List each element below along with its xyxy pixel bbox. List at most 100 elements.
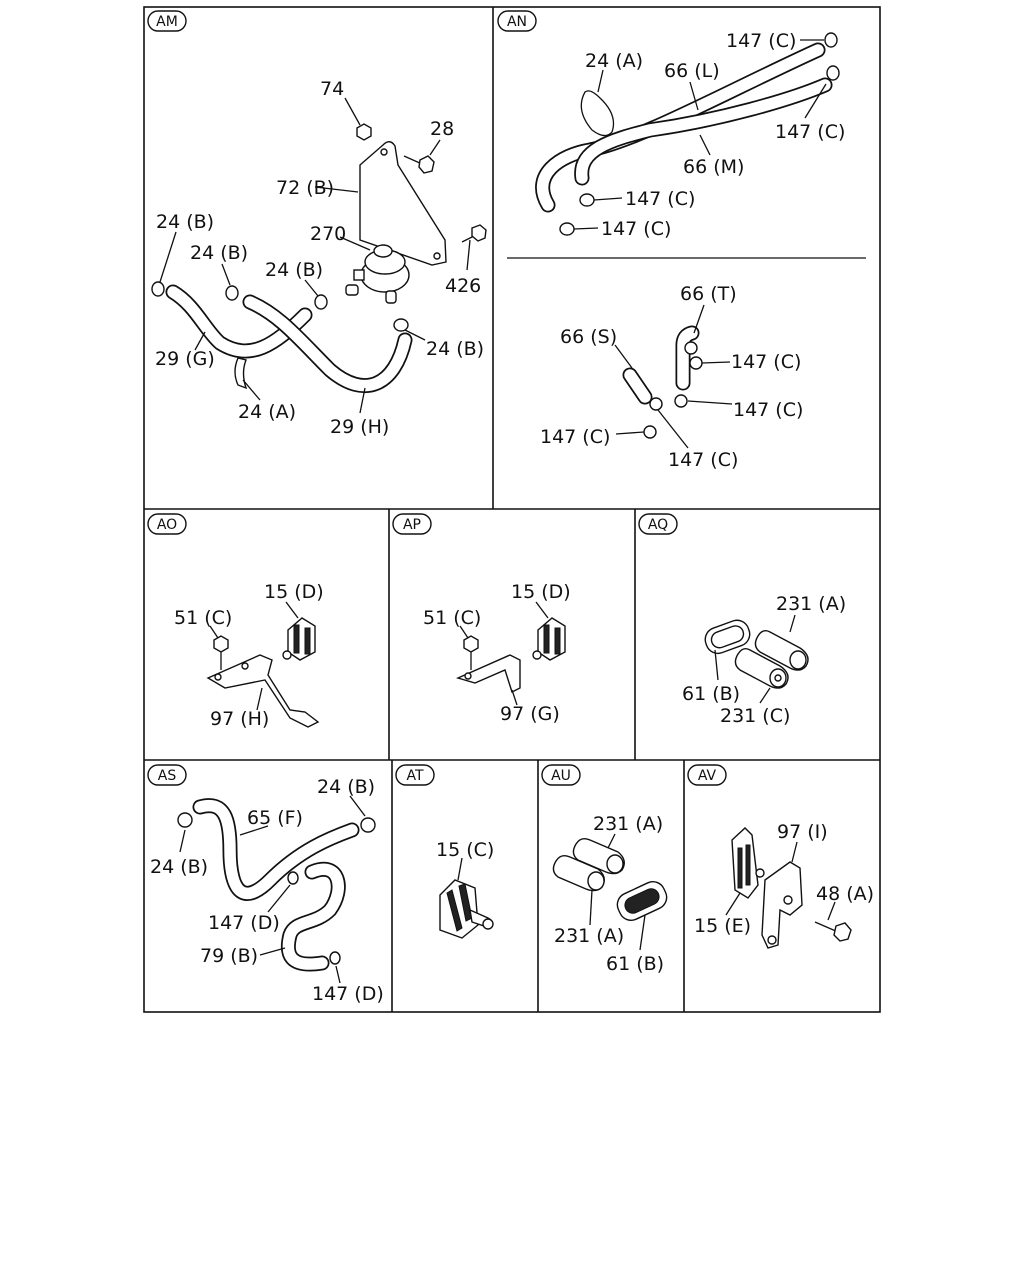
bolt-28-icon[interactable] <box>403 155 435 174</box>
section-at-drawing: 15 (C) <box>436 839 494 939</box>
grommet-61b[interactable] <box>702 617 753 657</box>
label-66l: 66 (L) <box>664 60 720 82</box>
section-aq-drawing: 231 (A) 61 (B) 231 (C) <box>682 593 846 727</box>
clamp-147c-icon[interactable] <box>559 32 840 236</box>
label-147d-1: 147 (D) <box>208 912 280 934</box>
label-48a: 48 (A) <box>816 883 874 905</box>
label-426: 426 <box>445 275 481 297</box>
svg-text:AU: AU <box>551 768 571 784</box>
spacer-231a[interactable] <box>754 629 809 671</box>
section-tag-at[interactable]: AT <box>395 764 435 786</box>
label-147d-2: 147 (D) <box>312 983 384 1005</box>
section-tag-an[interactable]: AN <box>497 10 537 32</box>
bracket-97g[interactable] <box>455 654 521 693</box>
label-147c-6: 147 (C) <box>733 399 803 421</box>
label-51c-ao: 51 (C) <box>174 607 232 629</box>
svg-text:AS: AS <box>158 768 177 784</box>
section-tag-am[interactable]: AM <box>147 10 187 32</box>
section-av-drawing: 97 (I) 48 (A) 15 (E) <box>694 821 874 949</box>
label-28: 28 <box>430 118 454 140</box>
hose-66m[interactable] <box>574 77 833 186</box>
label-15e: 15 (E) <box>694 915 751 937</box>
diagram-frame <box>143 6 881 1013</box>
clip-15d[interactable] <box>282 617 316 661</box>
spacer-231a-au-1[interactable] <box>572 837 625 875</box>
svg-text:AM: AM <box>156 14 178 30</box>
svg-text:AT: AT <box>406 768 423 784</box>
svg-text:AO: AO <box>157 517 177 533</box>
label-147c-1: 147 (C) <box>726 30 796 52</box>
grommet-61b-au[interactable] <box>613 878 670 925</box>
label-29g: 29 (G) <box>155 348 215 370</box>
nut-51c-icon[interactable] <box>213 635 229 653</box>
label-51c-ap: 51 (C) <box>423 607 481 629</box>
spacer-231c[interactable] <box>734 647 789 689</box>
label-231a-au-2: 231 (A) <box>554 925 624 947</box>
label-231a-aq: 231 (A) <box>776 593 846 615</box>
bolt-48a-icon[interactable] <box>814 921 852 942</box>
bolt-426-icon[interactable] <box>461 224 487 243</box>
bracket-97h[interactable] <box>206 654 320 728</box>
nut-74-icon[interactable] <box>356 123 372 141</box>
label-74: 74 <box>320 78 344 100</box>
section-am-drawing: 74 28 72 (B) 270 24 (B) 24 (B) 24 (B) 42… <box>151 78 487 438</box>
hose-29h[interactable] <box>242 294 413 394</box>
label-147c-3: 147 (C) <box>625 188 695 210</box>
label-66m: 66 (M) <box>683 156 744 178</box>
label-97g: 97 (G) <box>500 703 560 725</box>
label-24b-2: 24 (B) <box>190 242 248 264</box>
label-24b-as-2: 24 (B) <box>150 856 208 878</box>
label-231c: 231 (C) <box>720 705 790 727</box>
label-270: 270 <box>310 223 346 245</box>
fuel-regulator-270[interactable] <box>345 244 410 304</box>
clip-15d-ap[interactable] <box>532 617 566 661</box>
clip-15c[interactable] <box>439 879 494 939</box>
section-tag-as[interactable]: AS <box>147 764 187 786</box>
clip-15e[interactable] <box>731 827 765 899</box>
label-66t: 66 (T) <box>680 283 737 305</box>
label-24b-1: 24 (B) <box>156 211 214 233</box>
hose-29g[interactable] <box>165 284 313 359</box>
hose-66t[interactable] <box>675 325 700 391</box>
label-147c-5: 147 (C) <box>731 351 801 373</box>
label-61b-au: 61 (B) <box>606 953 664 975</box>
clamp-24b-as-icon[interactable] <box>177 812 376 833</box>
label-15d-ao: 15 (D) <box>264 581 324 603</box>
nut-51c-ap-icon[interactable] <box>463 635 479 653</box>
hose-66s[interactable] <box>622 367 653 405</box>
clamp-147c-lower-icon[interactable] <box>643 341 703 439</box>
section-tag-ap[interactable]: AP <box>392 513 432 535</box>
label-147c-4: 147 (C) <box>601 218 671 240</box>
section-tag-av[interactable]: AV <box>687 764 727 786</box>
label-147c-7: 147 (C) <box>540 426 610 448</box>
bracket-97i[interactable] <box>761 861 803 949</box>
label-61b-aq: 61 (B) <box>682 683 740 705</box>
section-tag-aq[interactable]: AQ <box>638 513 678 535</box>
section-tags: AM AN AO AP AQ AS AT AU <box>147 10 727 786</box>
label-147c-2: 147 (C) <box>775 121 845 143</box>
svg-text:AN: AN <box>507 14 527 30</box>
hose-65f[interactable] <box>192 798 360 901</box>
section-as-drawing: 24 (B) 65 (F) 24 (B) 147 (D) 79 (B) 147 … <box>150 776 384 1005</box>
label-24b-4: 24 (B) <box>426 338 484 360</box>
section-ap-drawing: 15 (D) 51 (C) 97 (G) <box>423 581 571 725</box>
svg-text:AQ: AQ <box>648 517 668 533</box>
svg-text:AV: AV <box>698 768 717 784</box>
section-tag-au[interactable]: AU <box>541 764 581 786</box>
label-24a-an: 24 (A) <box>585 50 643 72</box>
band-24a-loop-icon[interactable] <box>580 90 615 137</box>
label-24a: 24 (A) <box>238 401 296 423</box>
spacer-231a-au-2[interactable] <box>552 854 605 892</box>
clamp-147d-icon[interactable] <box>287 871 341 965</box>
label-231a-au-1: 231 (A) <box>593 813 663 835</box>
band-24a-icon[interactable] <box>234 357 248 390</box>
hose-79b[interactable] <box>280 861 346 972</box>
label-65f: 65 (F) <box>247 807 303 829</box>
clamp-24b-icon[interactable] <box>151 281 409 332</box>
label-97i: 97 (I) <box>777 821 828 843</box>
label-29h: 29 (H) <box>330 416 389 438</box>
label-97h: 97 (H) <box>210 708 269 730</box>
section-tag-ao[interactable]: AO <box>147 513 187 535</box>
section-au-drawing: 231 (A) 231 (A) 61 (B) <box>552 813 670 975</box>
